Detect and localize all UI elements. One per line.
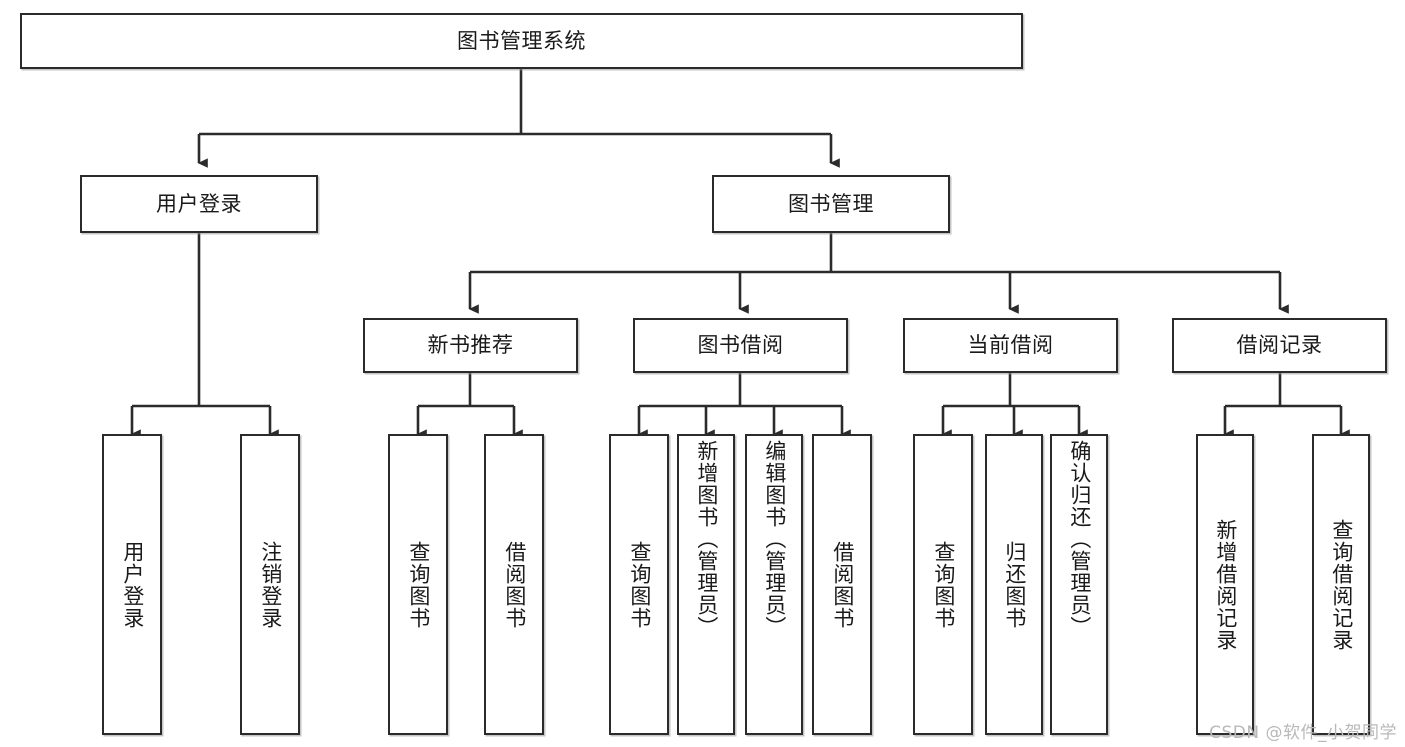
leaf-query-book-borrow-label: 查询图书	[627, 540, 652, 629]
leaf-borrow-book-recommendation[interactable]: 借阅图书	[484, 434, 544, 735]
leaf-query-book-current-label: 查询图书	[931, 540, 956, 629]
leaf-add-borrow-record-label: 新增借阅记录	[1213, 518, 1238, 651]
leaf-borrow-book-borrow[interactable]: 借阅图书	[812, 434, 872, 735]
node-book-borrow[interactable]: 图书借阅	[633, 318, 848, 373]
node-book-borrow-label: 图书借阅	[697, 333, 784, 358]
leaf-user-login[interactable]: 用户登录	[102, 434, 162, 735]
leaf-query-book-current[interactable]: 查询图书	[913, 434, 973, 735]
node-new-book-recommendation-label: 新书推荐	[427, 333, 514, 358]
leaf-return-book[interactable]: 归还图书	[985, 434, 1043, 735]
leaf-add-borrow-record[interactable]: 新增借阅记录	[1196, 434, 1254, 735]
node-book-management[interactable]: 图书管理	[712, 175, 950, 233]
node-user-login[interactable]: 用户登录	[80, 175, 318, 233]
leaf-query-book-recommendation[interactable]: 查询图书	[388, 434, 448, 735]
node-borrow-record[interactable]: 借阅记录	[1172, 318, 1387, 373]
leaf-add-book-admin[interactable]: 新增图书（管理员）	[677, 434, 735, 735]
node-new-book-recommendation[interactable]: 新书推荐	[363, 318, 578, 373]
watermark: CSDN @软件_小贺同学	[1209, 723, 1397, 743]
leaf-return-book-label: 归还图书	[1002, 540, 1027, 629]
leaf-confirm-return-admin[interactable]: 确认归还（管理员）	[1050, 434, 1108, 735]
leaf-logout-label: 注销登录	[258, 540, 283, 629]
leaf-add-book-admin-label: 新增图书（管理员）	[694, 440, 719, 638]
leaf-query-book-recommendation-label: 查询图书	[406, 540, 431, 629]
leaf-borrow-book-borrow-label: 借阅图书	[830, 540, 855, 629]
node-root[interactable]: 图书管理系统	[20, 13, 1023, 69]
leaf-borrow-book-recommendation-label: 借阅图书	[502, 540, 527, 629]
leaf-confirm-return-admin-label: 确认归还（管理员）	[1067, 440, 1092, 638]
node-current-borrow[interactable]: 当前借阅	[903, 318, 1118, 373]
leaf-query-borrow-record-label: 查询借阅记录	[1329, 518, 1354, 651]
node-user-login-label: 用户登录	[156, 191, 242, 216]
node-current-borrow-label: 当前借阅	[967, 333, 1054, 358]
leaf-query-borrow-record[interactable]: 查询借阅记录	[1312, 434, 1370, 735]
leaf-user-login-label: 用户登录	[120, 540, 145, 629]
node-root-label: 图书管理系统	[457, 28, 586, 53]
node-book-management-label: 图书管理	[788, 191, 874, 216]
node-borrow-record-label: 借阅记录	[1236, 333, 1323, 358]
leaf-edit-book-admin-label: 编辑图书（管理员）	[762, 440, 787, 638]
leaf-logout[interactable]: 注销登录	[240, 434, 300, 735]
leaf-query-book-borrow[interactable]: 查询图书	[609, 434, 669, 735]
leaf-edit-book-admin[interactable]: 编辑图书（管理员）	[745, 434, 803, 735]
